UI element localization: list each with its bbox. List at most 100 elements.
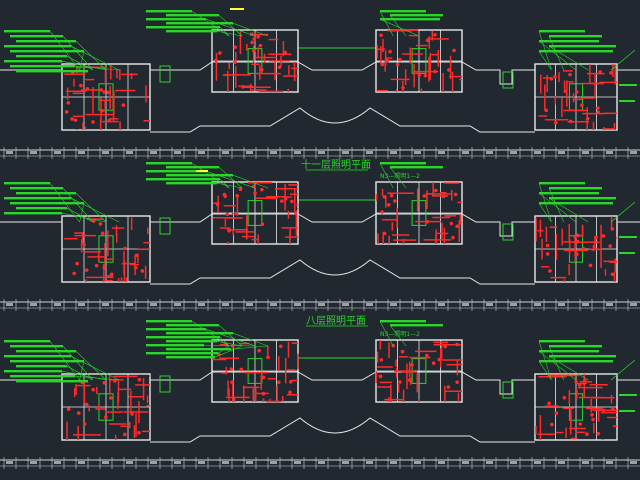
light-fixture: [596, 106, 600, 110]
circuit-annotation: [10, 375, 75, 378]
dimension-text: [30, 303, 37, 306]
circuit-annotation: [16, 207, 67, 210]
dimension-text: [390, 461, 397, 464]
dimension-text: [510, 151, 517, 154]
light-fixture: [85, 87, 90, 91]
circuit-annotation: [166, 332, 233, 335]
circuit-annotation: [146, 328, 206, 331]
light-fixture: [266, 355, 270, 360]
circuit-annotation: [146, 344, 204, 347]
light-fixture: [452, 48, 456, 53]
dimension-text: [222, 151, 229, 154]
circuit-annotation: [146, 352, 218, 355]
dimension-text: [366, 151, 373, 154]
circuit-annotation: [4, 212, 62, 215]
light-fixture: [590, 413, 594, 417]
light-fixture: [137, 377, 142, 382]
callout-leader: [79, 69, 89, 72]
dimension-text: [438, 151, 445, 154]
dimension-text: [414, 151, 421, 154]
site-curve-line: [150, 107, 535, 133]
light-fixture: [260, 187, 264, 192]
circuit-annotation: [380, 162, 426, 165]
light-fixture: [230, 380, 234, 385]
light-fixture: [84, 402, 89, 407]
circuit-annotation: [10, 65, 75, 68]
building-block: [534, 182, 637, 283]
dimension-text: [630, 303, 637, 306]
circuit-annotation: [619, 84, 637, 86]
dimension-text: [342, 461, 349, 464]
dimension-text: [54, 303, 61, 306]
circuit-annotation: [539, 192, 599, 195]
dimension-text: [126, 461, 133, 464]
circuit-annotation: [166, 22, 233, 25]
callout-leader: [232, 174, 269, 189]
light-fixture: [451, 235, 455, 240]
dimension-text: [558, 151, 565, 154]
callout-leader: [379, 321, 394, 347]
dimension-text: [174, 303, 181, 306]
light-fixture: [554, 411, 559, 416]
circuit-annotation: [166, 14, 219, 17]
light-fixture: [433, 69, 437, 74]
circuit-annotation: [4, 45, 71, 48]
callout-leader: [66, 55, 93, 71]
light-fixture: [596, 110, 601, 115]
light-fixture: [76, 411, 81, 415]
circuit-annotation: [380, 320, 426, 323]
light-fixture: [94, 263, 99, 268]
building-block: [146, 162, 299, 245]
light-fixture: [553, 74, 557, 79]
light-fixture: [550, 422, 554, 427]
light-fixture: [385, 58, 390, 63]
light-fixture: [79, 83, 83, 88]
circuit-annotation: [539, 350, 599, 353]
light-fixture: [252, 37, 257, 41]
circuit-annotation: [549, 197, 616, 200]
dimension-text: [390, 151, 397, 154]
light-fixture: [447, 68, 451, 72]
callout-leader: [79, 379, 89, 382]
dimension-text: [198, 461, 205, 464]
light-fixture: [239, 367, 244, 372]
callout-leader: [66, 365, 93, 381]
light-fixture: [422, 194, 427, 198]
callout-leader: [538, 51, 552, 71]
light-fixture: [218, 51, 222, 55]
light-fixture: [123, 432, 127, 437]
circuit-annotation: [539, 50, 613, 53]
light-fixture: [256, 35, 260, 39]
dimension-text: [102, 461, 109, 464]
light-fixture: [425, 219, 430, 224]
dimension-text: [294, 151, 301, 154]
core-shaft: [98, 235, 114, 263]
light-fixture: [598, 70, 602, 74]
callout-leader: [216, 30, 243, 37]
callout-leader: [232, 332, 269, 347]
light-fixture: [100, 109, 104, 113]
light-fixture: [283, 50, 288, 55]
dimension-text: [606, 151, 613, 154]
light-fixture: [568, 119, 573, 124]
callout-leader: [79, 203, 85, 223]
building-block: [375, 10, 463, 93]
dimension-text: [6, 461, 13, 464]
light-fixture: [446, 385, 451, 389]
dimension-text: [126, 303, 133, 306]
circuit-annotation: [539, 30, 585, 33]
callout-leader: [379, 163, 394, 189]
light-fixture: [386, 202, 391, 207]
callout-leader: [216, 340, 243, 347]
circuit-annotation: [619, 394, 637, 396]
dimension-text: [150, 151, 157, 154]
light-fixture: [585, 116, 590, 121]
dimension-text: [438, 303, 445, 306]
light-fixture: [601, 408, 606, 413]
callout-leader: [232, 22, 269, 37]
callout-leader: [219, 178, 230, 189]
dimension-text: [174, 151, 181, 154]
dimension-text: [558, 303, 565, 306]
